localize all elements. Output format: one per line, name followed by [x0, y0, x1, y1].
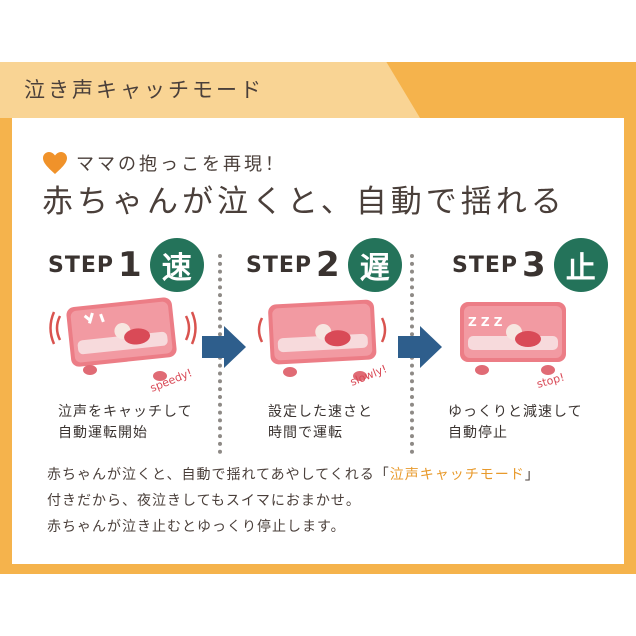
step-2-desc-line-2: 時間で運転	[268, 425, 343, 441]
step-1-description: 泣声をキャッチして 自動運転開始	[58, 402, 193, 444]
crib-rocking-slow-illustration: slowly!	[257, 299, 389, 389]
step-3-badge: 止	[553, 238, 608, 292]
step-1-word: STEP	[48, 252, 115, 278]
arrow-right-icon	[398, 326, 442, 368]
step-2-number: 2	[316, 245, 340, 285]
step-2-header: STEP 2 遅	[246, 238, 402, 292]
step-3-word: STEP	[452, 252, 519, 278]
step-2-desc-line-1: 設定した速さと	[268, 404, 373, 420]
step-3-desc-line-2: 自動停止	[448, 425, 508, 441]
intro-headline: 赤ちゃんが泣くと、自動で揺れる	[42, 184, 566, 220]
mode-name-highlight: 泣声キャッチモード	[389, 467, 525, 483]
step-2-motion-label: slowly!	[348, 362, 389, 388]
step-2-badge: 遅	[347, 238, 402, 292]
body-line-1-end: 」	[524, 467, 540, 483]
step-3-description: ゆっくりと減速して 自動停止	[448, 402, 583, 444]
body-line-1-start: 赤ちゃんが泣くと、自動で揺れてあやしてくれる「	[47, 467, 390, 483]
body-line-3: 赤ちゃんが泣き止むとゆっくり停止します。	[47, 519, 346, 535]
body-line-2: 付きだから、夜泣きしてもスイマにおまかせ。	[47, 493, 361, 509]
step-3-motion-label: stop!	[535, 371, 566, 391]
arrow-right-icon	[202, 326, 246, 368]
step-3-header: STEP 3 止	[452, 238, 608, 292]
step-1-number: 1	[118, 245, 142, 285]
step-1-desc-line-2: 自動運転開始	[58, 425, 148, 441]
step-2-word: STEP	[246, 252, 313, 278]
step-1-motion-label: speedy!	[148, 366, 194, 395]
crib-stopped-illustration: Z Z Z stop!	[460, 302, 566, 391]
step-3-number: 3	[522, 245, 546, 285]
step-1-badge: 速	[149, 238, 204, 292]
page-title: 泣き声キャッチモード	[24, 78, 264, 102]
sleeping-zzz-icon: Z Z Z	[468, 315, 503, 329]
step-3-desc-line-1: ゆっくりと減速して	[448, 404, 583, 420]
heart-icon	[43, 152, 67, 174]
step-1-header: STEP 1 速	[48, 238, 204, 292]
body-line-1: 赤ちゃんが泣くと、自動で揺れてあやしてくれる「泣声キャッチモード」	[47, 462, 540, 488]
title-tab	[0, 62, 420, 118]
sound-waves-icon	[257, 317, 387, 343]
step-2-description: 設定した速さと 時間で運転	[268, 402, 373, 444]
intro-subtitle: ママの抱っこを再現！	[76, 154, 286, 175]
intro-subtitle-row: ママの抱っこを再現！	[42, 150, 286, 176]
step-1-desc-line-1: 泣声をキャッチして	[58, 404, 193, 420]
crib-rocking-fast-illustration: speedy!	[49, 297, 197, 395]
sound-waves-icon	[49, 311, 197, 345]
body-paragraph: 赤ちゃんが泣くと、自動で揺れてあやしてくれる「泣声キャッチモード」 付きだから、…	[47, 462, 540, 540]
